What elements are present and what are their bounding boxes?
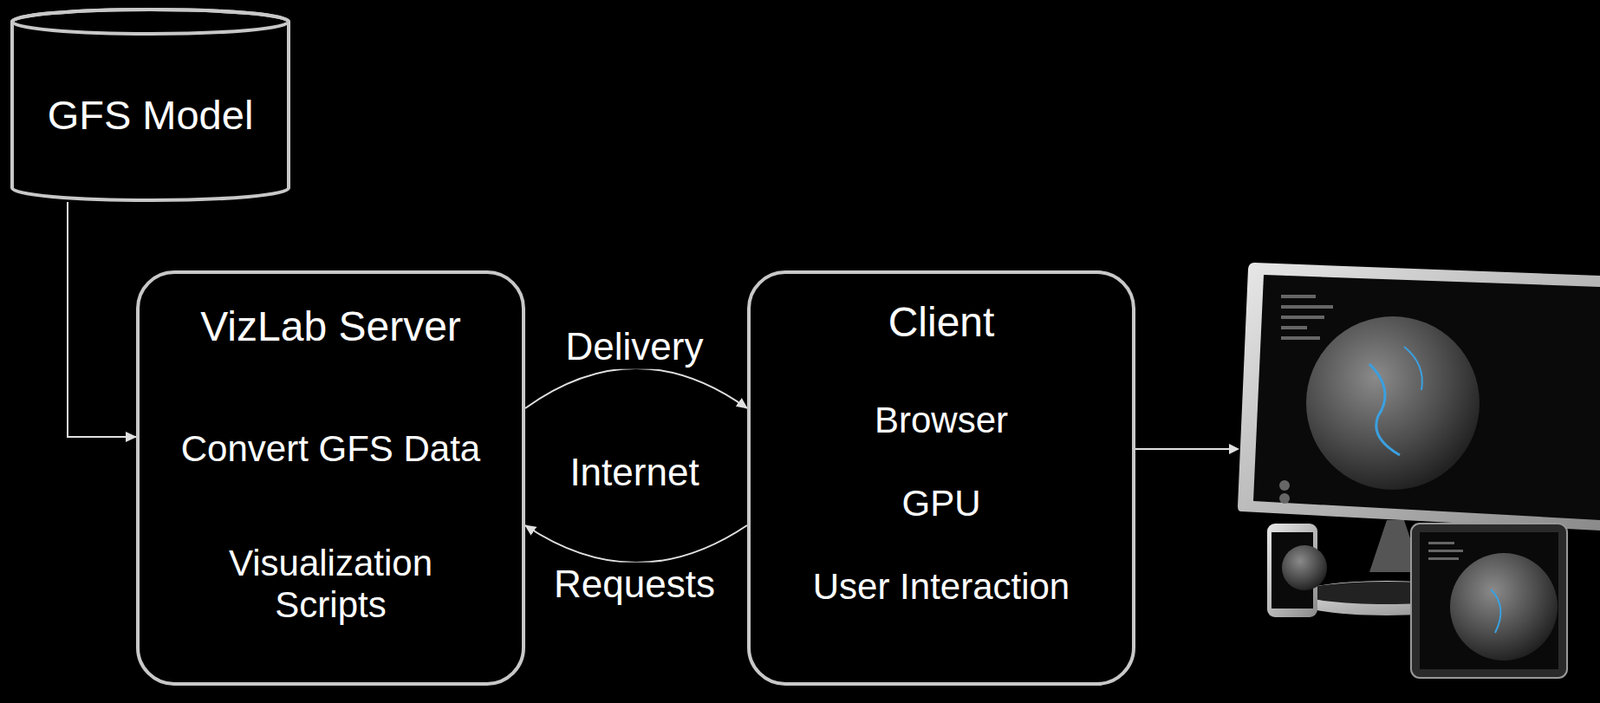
connector-arrow bbox=[525, 525, 748, 563]
node-title: VizLab Server bbox=[200, 302, 462, 351]
tablet bbox=[1411, 523, 1568, 678]
node-item: GPU bbox=[901, 482, 981, 525]
node-item: Visualization Scripts bbox=[188, 542, 475, 627]
database-cylinder: GFS Model bbox=[10, 7, 291, 202]
node-title: Client bbox=[888, 298, 996, 346]
output-arrow bbox=[1135, 448, 1238, 450]
edge-label: Requests bbox=[550, 562, 719, 607]
node-item: Browser bbox=[874, 399, 1009, 442]
server-box: VizLab ServerConvert GFS DataVisualizati… bbox=[136, 270, 526, 686]
node-item: Convert GFS Data bbox=[181, 428, 481, 470]
edge-label: Delivery bbox=[562, 325, 708, 370]
free-label: Internet bbox=[565, 450, 703, 495]
client-box: ClientBrowserGPU User Interaction bbox=[747, 270, 1136, 686]
phone bbox=[1267, 523, 1327, 618]
node-item: User Interaction bbox=[813, 565, 1070, 608]
node-title: GFS Model bbox=[47, 91, 254, 139]
connector-arrow bbox=[525, 368, 748, 409]
connector-arrow bbox=[67, 201, 137, 437]
